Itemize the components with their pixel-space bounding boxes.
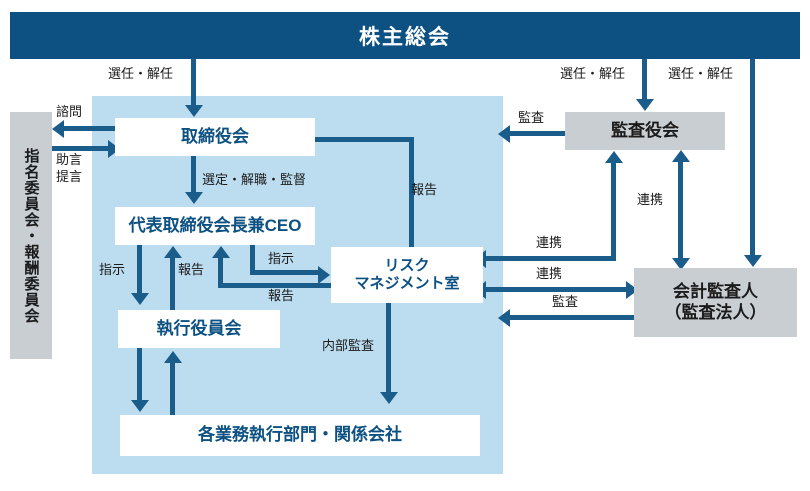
- edge-internal-audit-line: [386, 303, 391, 395]
- edge-risk-cpa-line: [486, 287, 634, 292]
- edge-appoint-board-arrow: [184, 105, 203, 117]
- edge-auditboard-cpa-arrow-up: [671, 150, 690, 162]
- edge-audit-board-arrow: [498, 124, 510, 143]
- edge-appoint-cpa-arrow: [743, 255, 762, 267]
- node-business-divisions-affiliates: 各業務執行部門・関係会社: [120, 415, 480, 456]
- edge-auditboard-cpa-line: [678, 160, 683, 264]
- edge-label-cooperate-cpa-risk: 連携: [536, 266, 563, 281]
- edge-report-risk-vline: [218, 258, 223, 286]
- edge-report-risk-arrow: [211, 246, 230, 258]
- edge-advise-line: [52, 146, 110, 151]
- edge-report-board-hline: [295, 137, 414, 142]
- edge-appoint-auditboard-arrow: [635, 99, 654, 111]
- edge-label-select-dismiss: 選定・解職・監督: [202, 172, 307, 187]
- edge-label-report-risk: 報告: [268, 288, 295, 303]
- edge-depts-to-exec-arrow: [163, 351, 182, 363]
- edge-label-cooperate-auditboard-cpa: 連携: [637, 192, 664, 207]
- edge-consult-arrow: [52, 119, 64, 138]
- edge-select-dismiss-line: [191, 156, 196, 194]
- edge-label-appoint-board: 選任・解任: [108, 66, 174, 81]
- edge-consult-line: [64, 126, 118, 131]
- edge-label-advise-2: 提言: [56, 169, 83, 184]
- node-accounting-auditor-line1: 会計監査人: [673, 282, 758, 302]
- node-accounting-auditor: 会計監査人 （監査法人）: [634, 268, 797, 337]
- node-executive-officers-committee: 執行役員会: [118, 310, 280, 348]
- edge-audit-cpa-arrow: [498, 308, 510, 327]
- edge-label-consult: 諮問: [56, 104, 83, 119]
- node-nomination-compensation-committee-label: 指名委員会・報酬委員会: [22, 147, 40, 324]
- edge-risk-auditboard-arrow: [604, 151, 623, 163]
- edge-label-report-board: 報告: [411, 182, 438, 197]
- edge-report-risk-hline: [218, 283, 333, 288]
- edge-risk-auditboard-hline: [486, 256, 616, 261]
- edge-instruct-exec-line: [137, 245, 142, 295]
- edge-report-board-vline: [409, 137, 414, 249]
- edge-label-instruct-risk: 指示: [268, 251, 295, 266]
- edge-risk-auditboard-vline: [611, 163, 616, 259]
- edge-appoint-board-line: [191, 59, 196, 107]
- edge-instruct-risk-hline: [250, 270, 322, 275]
- edge-depts-to-exec-line: [170, 362, 175, 416]
- edge-instruct-risk-arrow: [318, 265, 330, 284]
- node-accounting-auditor-line2: （監査法人）: [664, 302, 767, 322]
- edge-auditboard-cpa-arrow-down: [671, 258, 690, 270]
- edge-label-audit-cpa: 監査: [552, 294, 579, 309]
- edge-label-cooperate-auditboard-risk: 連携: [536, 235, 563, 250]
- edge-instruct-risk-vline: [250, 245, 255, 275]
- edge-audit-board-line: [510, 131, 568, 136]
- edge-exec-to-depts-arrow: [130, 400, 149, 412]
- edge-internal-audit-arrow: [379, 392, 398, 404]
- node-chairman-ceo: 代表取締役会長兼CEO: [115, 207, 315, 245]
- edge-instruct-exec-arrow: [130, 293, 149, 305]
- edge-label-internal-audit: 内部監査: [322, 338, 375, 353]
- edge-appoint-cpa-line: [750, 59, 755, 257]
- edge-label-report-exec: 報告: [178, 262, 205, 277]
- edge-label-advise-1: 助言: [56, 152, 83, 167]
- edge-select-dismiss-arrow: [184, 192, 203, 204]
- edge-audit-cpa-line: [510, 315, 636, 320]
- node-nomination-compensation-committee: 指名委員会・報酬委員会: [10, 112, 52, 359]
- node-shareholders-meeting: 株主総会: [10, 12, 800, 59]
- node-risk-management-office-line2: マネジメント室: [354, 275, 460, 292]
- edge-report-exec-arrow: [163, 246, 182, 258]
- edge-label-audit-committee: 監査: [518, 110, 545, 125]
- edge-appoint-auditboard-line: [642, 59, 647, 101]
- node-board-of-corporate-auditors: 監査役会: [565, 112, 725, 150]
- node-risk-management-office-line1: リスク: [384, 257, 430, 275]
- edge-label-instruct-exec: 指示: [99, 262, 126, 277]
- edge-report-exec-line: [170, 257, 175, 312]
- edge-label-appoint-auditboard: 選任・解任: [560, 66, 626, 81]
- node-board-of-directors: 取締役会: [115, 118, 315, 156]
- edge-exec-to-depts-line: [137, 348, 142, 404]
- edge-label-appoint-cpa: 選任・解任: [668, 66, 734, 81]
- node-risk-management-office: リスク マネジメント室: [331, 247, 483, 303]
